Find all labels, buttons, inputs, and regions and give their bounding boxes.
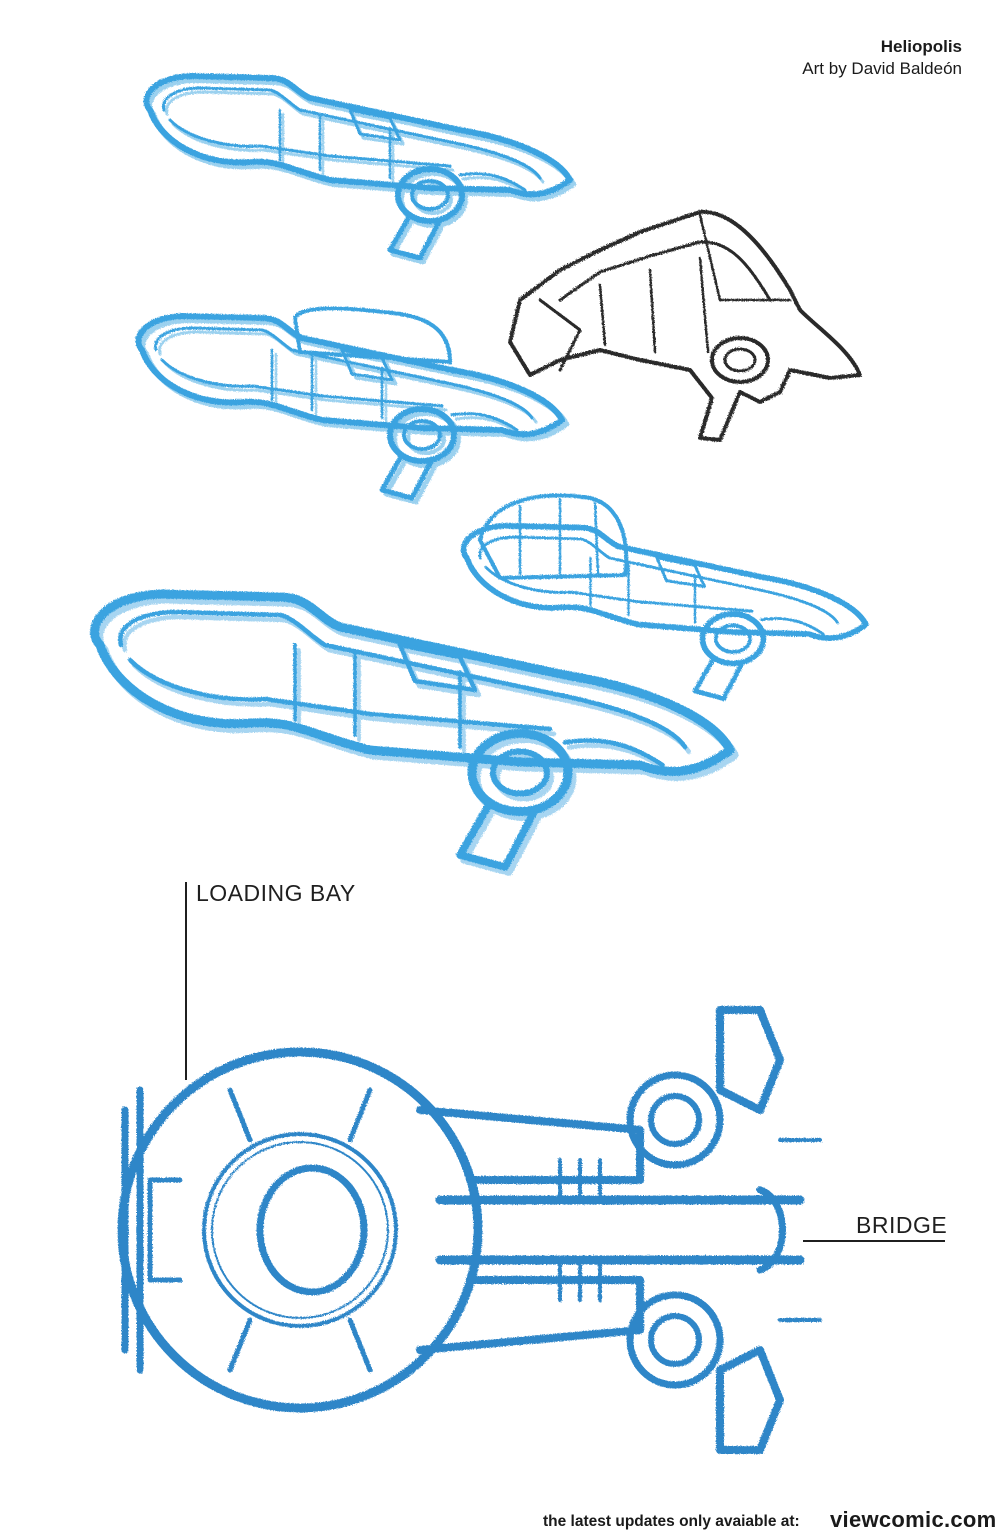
sketch-ship-4	[95, 594, 734, 872]
pencil-sketch	[508, 209, 862, 442]
sketch-ship-1	[146, 76, 573, 262]
blueprint-top-view	[117, 1006, 822, 1454]
loading-bay-label: LOADING BAY	[196, 880, 356, 906]
footer-prefix: the latest updates only avaiable at:	[543, 1513, 800, 1530]
sketch-ship-3	[464, 493, 866, 698]
artist-credit: Art by David Baldeón	[802, 59, 962, 78]
footer-banner: the latest updates only avaiable at: vie…	[0, 1505, 1000, 1537]
art-title: Heliopolis	[880, 37, 962, 56]
bridge-label: BRIDGE	[856, 1212, 948, 1238]
sketch-ship-2	[138, 306, 566, 502]
credit-block: Heliopolis Art by David Baldeón	[802, 36, 962, 80]
footer-site-link[interactable]: viewcomic.com	[830, 1507, 997, 1532]
